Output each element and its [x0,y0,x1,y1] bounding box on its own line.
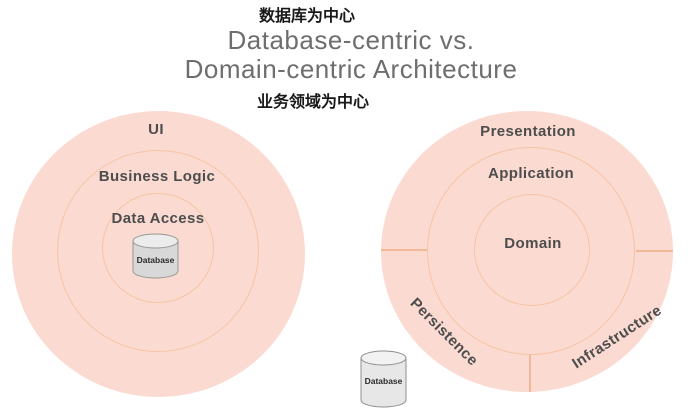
external-database-cylinder-label: Database [365,376,403,386]
segment-divider-right [636,250,673,252]
ring-label-domain: Domain [504,235,562,252]
page-title: Database-centric vs. Domain-centric Arch… [185,26,518,84]
database-cylinder-label: Database [137,255,175,265]
left-middle-ring-business-logic [57,150,259,352]
right-middle-ring-application [427,147,635,355]
label-domain-centric-cn: 业务领域为中心 [256,94,370,111]
ring-label-data-access: Data Access [111,210,205,227]
external-database-cylinder-icon: Database [360,350,407,408]
right-inner-ring-domain [474,194,590,306]
title-line-1: Database-centric vs. [227,25,475,55]
label-database-centric-cn: 数据库为中心 [258,8,356,25]
segment-divider-left [381,249,427,251]
title-line-2: Domain-centric Architecture [184,54,518,84]
database-cylinder-icon: Database [132,233,179,279]
ring-label-ui: UI [148,121,164,138]
ring-label-presentation: Presentation [480,123,576,140]
ring-label-application: Application [487,165,575,182]
ring-label-business-logic: Business Logic [98,168,216,185]
segment-divider-bottom [529,355,531,392]
left-inner-ring-data-access [102,193,214,303]
